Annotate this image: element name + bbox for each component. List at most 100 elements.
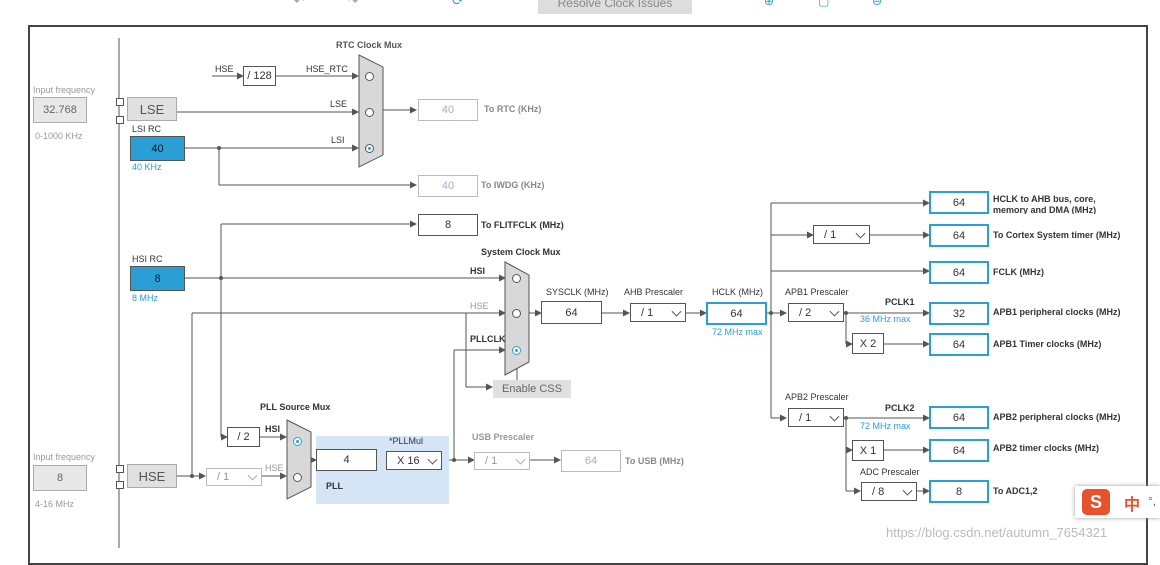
ahb-prescaler-label: AHB Prescaler: [624, 287, 684, 297]
hsi-div2-box: / 2: [227, 427, 260, 447]
hse-pre-div-value: / 1: [217, 471, 230, 483]
lse-range-label: 0-1000 KHz: [35, 131, 83, 141]
zoom-in-icon[interactable]: ⊕: [764, 0, 775, 8]
hse-pre-div-select[interactable]: / 1: [206, 468, 262, 486]
pll-source-hse-radio[interactable]: [293, 473, 302, 482]
hse-block[interactable]: HSE: [127, 464, 177, 488]
flitfclk-output-box: 8: [418, 214, 478, 236]
ahb-bus-output-label: HCLK to AHB bus, core, memory and DMA (M…: [993, 194, 1097, 214]
hse-rtc-label: HSE_RTC: [306, 64, 348, 74]
pll-input-value-box: 4: [316, 449, 377, 471]
ahb-prescaler-select[interactable]: / 1: [630, 303, 686, 322]
lse-input-frequency-field[interactable]: 32.768: [33, 97, 87, 123]
cortex-timer-output-box[interactable]: 64: [929, 224, 989, 247]
pll-hsi-label: HSI: [265, 424, 281, 434]
apb1-prescaler-select[interactable]: / 2: [788, 303, 844, 322]
sogou-logo-icon: S: [1082, 489, 1110, 515]
adc-output-label: To ADC1,2: [993, 486, 1038, 496]
adc-prescaler-label: ADC Prescaler: [860, 467, 920, 477]
apb2-prescaler-value: / 1: [799, 411, 812, 424]
pllmul-select[interactable]: X 16: [386, 451, 442, 470]
fclk-output-label: FCLK (MHz): [993, 267, 1044, 277]
sysmux-hsi-radio[interactable]: [512, 274, 521, 283]
system-clock-mux-title: System Clock Mux: [481, 247, 561, 257]
apb1-periph-output-box[interactable]: 32: [929, 302, 989, 325]
apb1-timer-output-box[interactable]: 64: [929, 333, 989, 356]
fit-icon[interactable]: ▢: [818, 0, 830, 8]
hclk-max-label: 72 MHz max: [712, 327, 763, 337]
adc-output-box[interactable]: 8: [929, 480, 989, 503]
iwdg-output-label: To IWDG (KHz): [481, 180, 545, 190]
usb-prescaler-value: / 1: [485, 455, 498, 467]
lse-connector-2: [116, 116, 124, 124]
lse-input-frequency-label: Input frequency: [33, 85, 96, 95]
rtc-mux-hse-radio[interactable]: [365, 72, 374, 81]
apb1-prescaler-value: / 2: [799, 306, 812, 319]
pll-source-hsi-radio[interactable]: [293, 437, 302, 446]
rtc-mux-lse-radio[interactable]: [365, 108, 374, 117]
hsi-rc-label: HSI RC: [132, 254, 163, 264]
usb-prescaler-select[interactable]: / 1: [474, 452, 530, 470]
hclk-value-box[interactable]: 64: [706, 302, 767, 325]
chevron-down-icon: [902, 485, 913, 496]
hse-range-label: 4-16 MHz: [35, 499, 75, 509]
sysmux-hsi-label: HSI: [470, 266, 486, 276]
cortex-timer-div-select[interactable]: / 1: [813, 225, 870, 244]
lsi-rc-label: LSI RC: [132, 124, 162, 134]
pllmul-label: *PLLMul: [389, 436, 424, 446]
lse-block[interactable]: LSE: [127, 97, 177, 121]
apb2-prescaler-label: APB2 Prescaler: [785, 392, 849, 402]
sysmux-hse-radio[interactable]: [512, 309, 521, 318]
hsi-frequency-label: 8 MHz: [132, 293, 159, 303]
rtc-lse-label: LSE: [330, 99, 348, 109]
pllmul-value: X 16: [397, 454, 420, 467]
sysmux-hse-label: HSE: [470, 301, 489, 311]
hse-div128-box: / 128: [243, 66, 276, 86]
ahb-prescaler-value: / 1: [641, 306, 654, 319]
zoom-out-icon[interactable]: ⊖: [872, 0, 883, 8]
adc-prescaler-select[interactable]: / 8: [861, 482, 917, 501]
ime-punctuation-icon[interactable]: °,: [1148, 494, 1157, 508]
hse-input-frequency-field[interactable]: 8: [33, 465, 87, 491]
cortex-timer-div-value: / 1: [824, 228, 837, 241]
apb2-max-label: 72 MHz max: [860, 421, 911, 431]
apb1-prescaler-label: APB1 Prescaler: [785, 287, 849, 297]
hsi-rc-block[interactable]: 8: [130, 266, 185, 291]
redo-icon[interactable]: ↷: [348, 0, 359, 8]
lsi-rc-block[interactable]: 40: [130, 136, 185, 161]
sysclk-value-box: 64: [541, 301, 602, 324]
rtc-mux-lsi-radio[interactable]: [365, 144, 374, 153]
hse-connector-2: [116, 481, 124, 489]
ime-language-indicator[interactable]: 中: [1124, 497, 1141, 514]
lse-connector: [116, 98, 124, 106]
apb2-timer-output-box[interactable]: 64: [929, 439, 989, 462]
apb1-timer-mul-box: X 2: [852, 333, 884, 354]
apb2-prescaler-select[interactable]: / 1: [788, 408, 844, 427]
apb2-periph-output-box[interactable]: 64: [929, 406, 989, 429]
undo-icon[interactable]: ↶: [294, 0, 305, 8]
flitfclk-output-label: To FLITFCLK (MHz): [481, 220, 564, 230]
rtc-hse-label: HSE: [215, 64, 234, 74]
apb1-periph-output-label: APB1 peripheral clocks (MHz): [993, 307, 1121, 317]
chevron-down-icon: [427, 454, 438, 465]
usb-prescaler-label: USB Prescaler: [472, 432, 535, 442]
usb-output-label: To USB (MHz): [625, 456, 684, 466]
resolve-clock-issues-button[interactable]: Resolve Clock Issues: [538, 0, 692, 14]
enable-css-button[interactable]: Enable CSS: [493, 380, 571, 398]
apb1-timer-output-label: APB1 Timer clocks (MHz): [993, 339, 1102, 349]
pll-source-mux-title: PLL Source Mux: [260, 402, 331, 412]
hse-input-frequency-label: Input frequency: [33, 452, 96, 462]
rtc-output-label: To RTC (KHz): [484, 104, 542, 114]
hclk-label: HCLK (MHz): [712, 287, 763, 297]
sysclk-label: SYSCLK (MHz): [546, 287, 609, 297]
sysmux-pllclk-radio[interactable]: [512, 346, 521, 355]
chevron-down-icon: [515, 454, 526, 465]
rtc-clock-mux-title: RTC Clock Mux: [336, 40, 403, 50]
chevron-down-icon: [829, 411, 840, 422]
ahb-bus-output-box[interactable]: 64: [929, 191, 989, 214]
apb2-periph-output-label: APB2 peripheral clocks (MHz): [993, 412, 1121, 422]
apb1-max-label: 36 MHz max: [860, 314, 911, 324]
fclk-output-box[interactable]: 64: [929, 261, 989, 284]
refresh-icon[interactable]: ⟳: [452, 0, 464, 8]
adc-prescaler-value: / 8: [872, 485, 885, 498]
